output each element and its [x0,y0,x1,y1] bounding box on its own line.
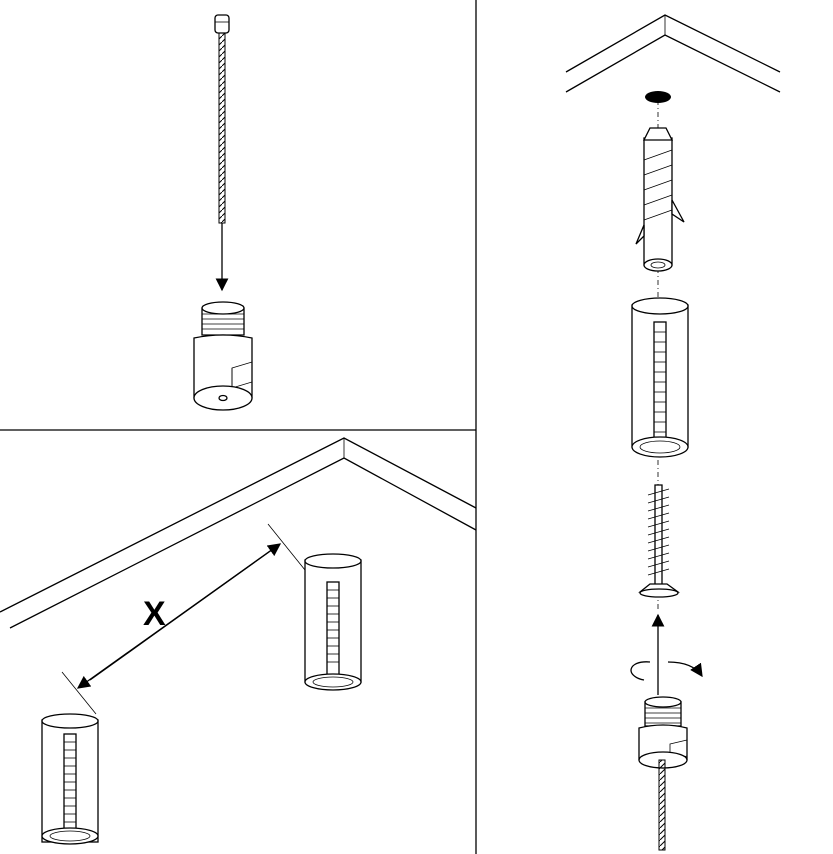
cable-fitting-icon [638,696,688,769]
ceiling-mount-left-icon [41,713,99,845]
screw-icon [638,484,680,598]
spacing-dimension: X [61,523,306,715]
cable-end-cap-icon [214,14,230,34]
hanging-cable-icon [658,759,666,851]
ceiling-edge-icon [0,437,477,629]
wall-plug-icon [635,127,685,272]
steel-cable-icon [218,32,226,224]
cable-gripper-fitting-icon [193,301,253,411]
rotate-arrow-icon [630,661,703,681]
drill-hole-icon [645,91,671,103]
panel-mounting [565,14,781,851]
ceiling-cup-icon [631,297,689,458]
distance-label: X [143,595,166,633]
panel-spacing: X [0,437,477,845]
panel-dividers [0,0,477,854]
panel-cable-attach [193,14,253,411]
ceiling-corner-icon [565,14,781,93]
ceiling-mount-right-icon [304,553,362,691]
